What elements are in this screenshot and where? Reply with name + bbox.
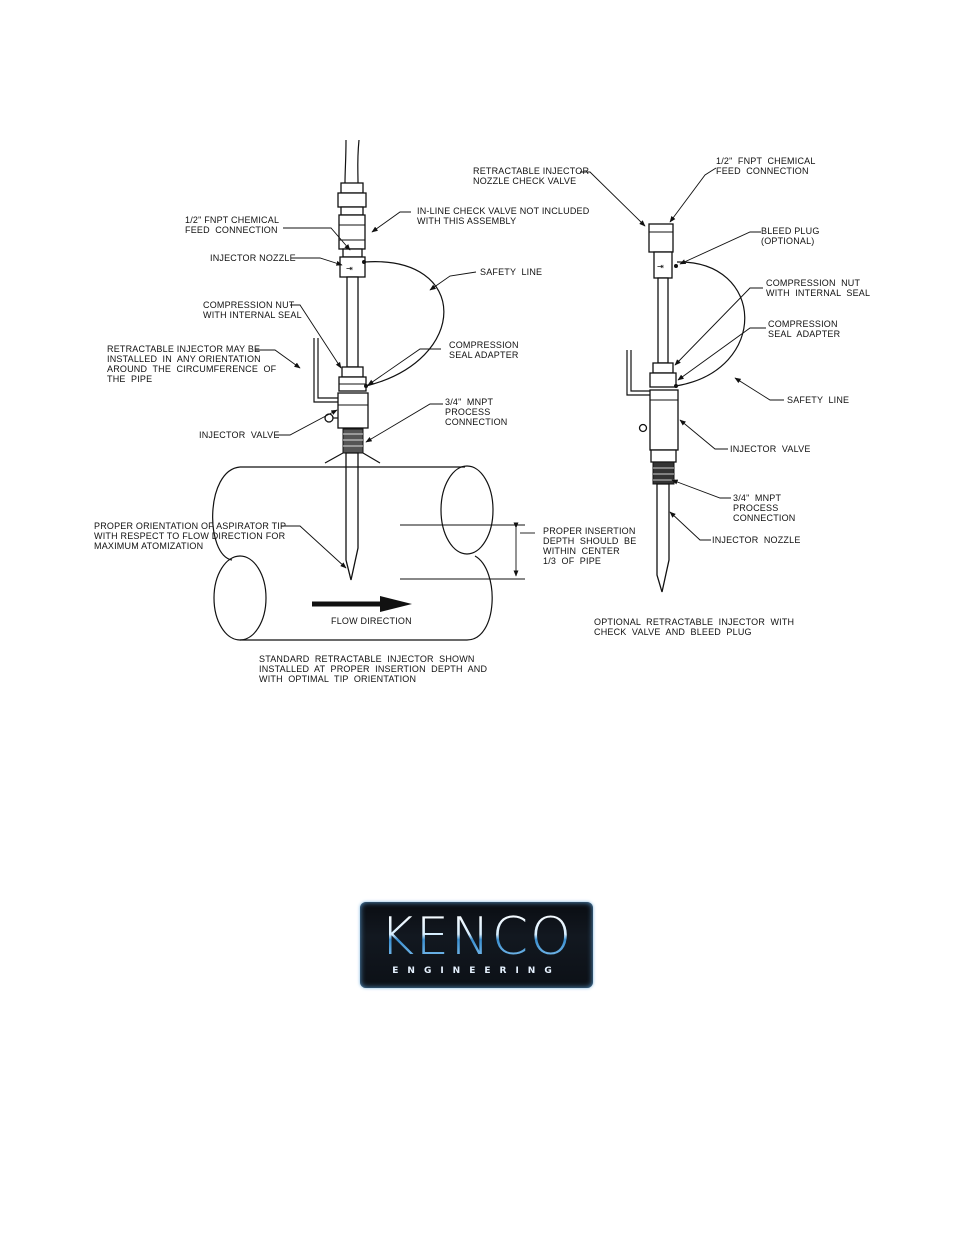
svg-text:⇥: ⇥ [657,262,664,271]
label-compression-nut: COMPRESSION NUT WITH INTERNAL SEAL [203,300,302,320]
logo-wordmark: KENCO [360,910,593,964]
label-safety-line: SAFETY LINE [480,267,543,277]
label-aspirator-tip: PROPER ORIENTATION OF ASPIRATOR TIP WITH… [94,521,287,551]
right-injector-assembly: ⇥ [626,223,746,593]
right-leader-lines [580,167,784,541]
label-process-connection: 3/4" MNPT PROCESS CONNECTION [445,397,508,427]
caption-optional-injector: OPTIONAL RETRACTABLE INJECTOR WITH CHECK… [594,617,795,637]
pipe-section [212,465,525,641]
label-compression-seal-adapter: COMPRESSION SEAL ADAPTER [449,340,519,360]
label-right-injector-valve: INJECTOR VALVE [730,444,811,454]
label-injector-valve: INJECTOR VALVE [199,430,280,440]
label-chemical-feed-connection: 1/2" FNPT CHEMICAL FEED CONNECTION [185,215,280,235]
label-right-process-connection: 3/4" MNPT PROCESS CONNECTION [733,493,796,523]
label-bleed-plug: BLEED PLUG (OPTIONAL) [761,226,820,246]
left-leader-lines [255,211,535,569]
label-right-injector-nozzle: INJECTOR NOZZLE [712,535,801,545]
caption-standard-injector: STANDARD RETRACTABLE INJECTOR SHOWN INST… [259,654,488,684]
label-right-compression-nut: COMPRESSION NUT WITH INTERNAL SEAL [766,278,871,298]
label-injector-nozzle: INJECTOR NOZZLE [210,253,296,263]
left-injector-assembly: ⇥ [313,139,445,581]
label-orientation-note: RETRACTABLE INJECTOR MAY BE INSTALLED IN… [107,344,277,384]
label-insertion-depth: PROPER INSERTION DEPTH SHOULD BE WITHIN … [543,526,637,566]
logo-subtitle: ENGINEERING [392,966,561,976]
kenco-logo: KENCO ENGINEERING [360,902,593,988]
label-right-safety-line: SAFETY LINE [787,395,850,405]
label-right-compression-adapter: COMPRESSION SEAL ADAPTER [768,319,841,339]
label-nozzle-check-valve: RETRACTABLE INJECTOR NOZZLE CHECK VALVE [473,166,590,186]
label-flow-direction: FLOW DIRECTION [331,616,412,626]
label-right-chemical-feed: 1/2" FNPT CHEMICAL FEED CONNECTION [716,156,816,176]
svg-text:⇥: ⇥ [346,264,353,273]
label-inline-check-valve: IN-LINE CHECK VALVE NOT INCLUDED WITH TH… [417,206,590,226]
